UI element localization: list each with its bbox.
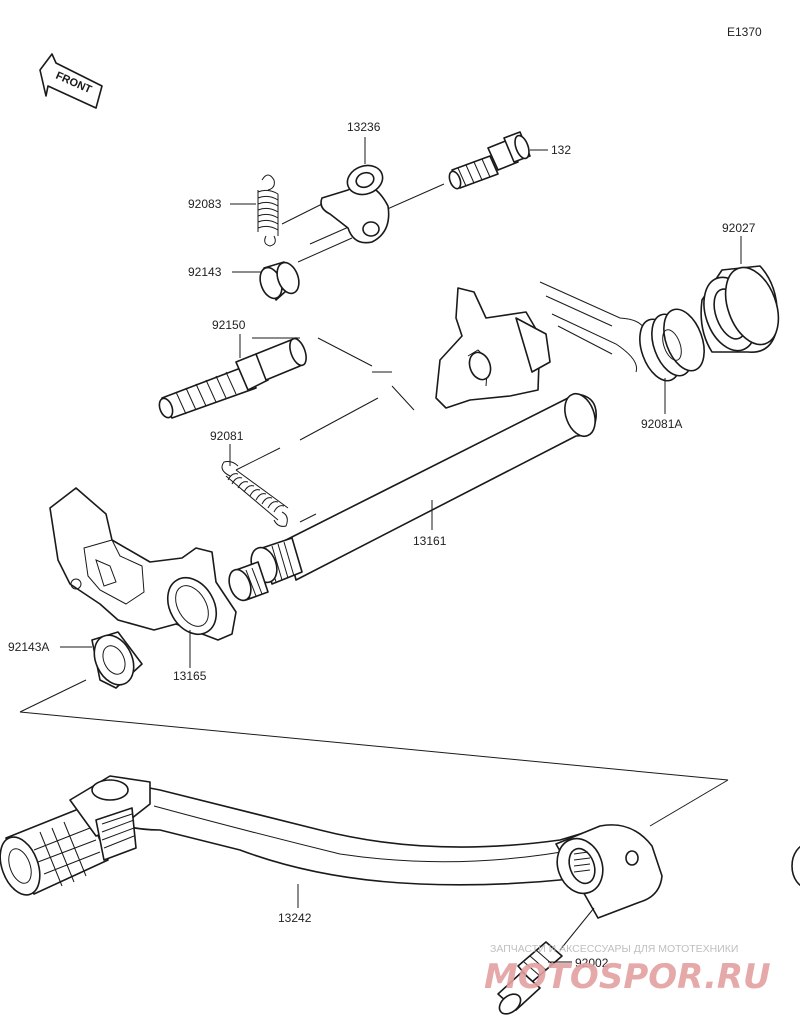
- partial-part: [791, 845, 800, 887]
- shift-plate-13165: [49, 487, 237, 641]
- bushing-92027: [700, 265, 780, 353]
- label-13161: 13161: [413, 534, 447, 548]
- diagram-code: E1370: [727, 25, 762, 39]
- front-arrow-icon: FRONT: [39, 53, 103, 109]
- washer-92143: [259, 261, 300, 301]
- shift-pedal-13242: [0, 775, 663, 919]
- label-13242: 13242: [278, 911, 312, 925]
- label-92002: 92002: [575, 956, 609, 970]
- pin-92150: [158, 337, 307, 419]
- label-92150: 92150: [212, 318, 246, 332]
- watermark-logo: MOTOSPOR.RU: [484, 957, 771, 997]
- label-132: 132: [551, 143, 571, 157]
- label-92143: 92143: [188, 265, 222, 279]
- washer-92143A: [91, 631, 143, 689]
- label-92083: 92083: [188, 197, 222, 211]
- spring-92083: [257, 174, 279, 247]
- bolt-132: [448, 131, 531, 190]
- label-92143A: 92143A: [8, 640, 49, 654]
- label-92027: 92027: [722, 221, 756, 235]
- label-92081A: 92081A: [641, 417, 682, 431]
- label-13236: 13236: [347, 120, 381, 134]
- watermark: ЗАПЧАСТИ И АКСЕССУАРЫ ДЛЯ МОТОТЕХНИКИ MO…: [484, 943, 771, 997]
- shift-lever-13236: [320, 164, 390, 244]
- spring-92081: [221, 461, 289, 527]
- spring-92081A: [539, 281, 705, 382]
- bolt-92002: [497, 941, 563, 1015]
- label-92081: 92081: [210, 429, 244, 443]
- watermark-tagline: ЗАПЧАСТИ И АКСЕССУАРЫ ДЛЯ МОТОТЕХНИКИ: [490, 943, 738, 955]
- label-13165: 13165: [173, 669, 207, 683]
- shift-shaft-13161: [228, 287, 597, 602]
